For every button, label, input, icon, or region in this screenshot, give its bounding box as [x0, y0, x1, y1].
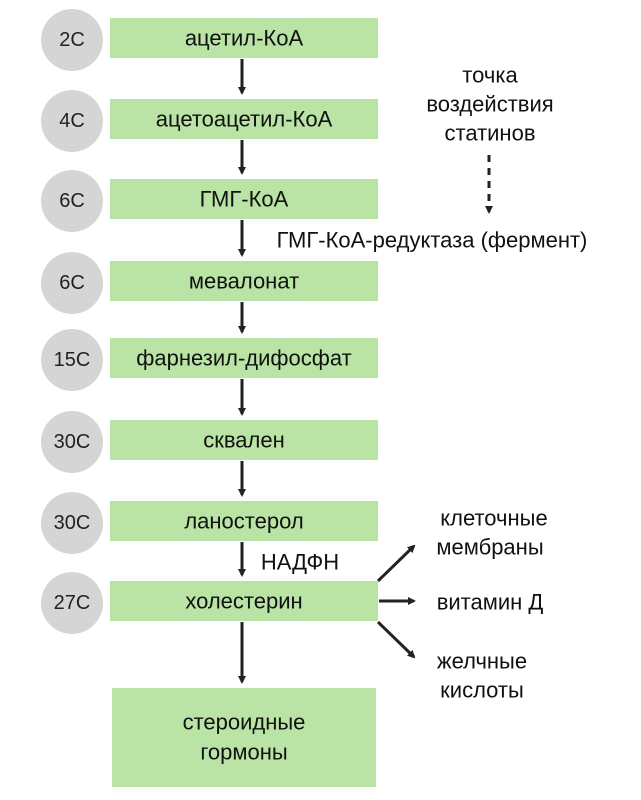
statin-line3: статинов — [444, 121, 535, 146]
compound-label: ГМГ-КоА — [200, 187, 289, 212]
final-line1: стероидные — [183, 710, 306, 735]
compound-label: ланостерол — [184, 509, 303, 534]
pathway-step: 30C сквален — [41, 411, 378, 473]
compound-box — [110, 338, 378, 378]
steroid-hormones-box — [112, 688, 376, 787]
compound-box — [110, 99, 378, 139]
carbon-count-circle — [41, 411, 103, 473]
pathway-step: 4C ацетоацетил-КоА — [41, 90, 378, 152]
carbon-count-circle — [41, 492, 103, 554]
enzyme-label: ГМГ-КоА-редуктаза (фермент) — [277, 228, 588, 253]
statin-line2: воздействия — [426, 92, 553, 117]
carbon-count-circle — [41, 329, 103, 391]
final-line2: гормоны — [200, 740, 287, 765]
carbon-count-circle — [41, 252, 103, 314]
compound-label: мевалонат — [189, 269, 299, 294]
carbon-count: 15C — [54, 349, 91, 371]
carbon-count-circle — [41, 9, 103, 71]
carbon-count-circle — [41, 90, 103, 152]
compound-box — [110, 18, 378, 58]
compound-label: ацетоацетил-КоА — [156, 107, 333, 132]
carbon-count: 6C — [59, 190, 85, 212]
carbon-count: 27C — [54, 592, 91, 614]
membranes-line1: клеточные — [440, 506, 547, 531]
compound-box — [110, 501, 378, 541]
carbon-count-circle — [41, 572, 103, 634]
compound-label: сквален — [203, 428, 285, 453]
cofactor-label: НАДФН — [261, 550, 339, 575]
statin-line1: точка — [462, 63, 518, 88]
pathway-step: 6C ГМГ-КоА — [41, 170, 378, 232]
pathway-step: 6C мевалонат — [41, 252, 378, 314]
carbon-count: 6C — [59, 272, 85, 294]
vitamin-label: витамин Д — [437, 590, 544, 615]
bile-line1: желчные — [437, 649, 527, 674]
compound-box — [110, 261, 378, 301]
carbon-count-circle — [41, 170, 103, 232]
pathway-step: 30C ланостерол — [41, 492, 378, 554]
carbon-count: 4C — [59, 110, 85, 132]
arrow-to-membranes — [376, 544, 416, 583]
bile-line2: кислоты — [440, 678, 524, 703]
pathway-step: 15C фарнезил-дифосфат — [41, 329, 378, 391]
pathway-step: 27C холестерин — [41, 572, 378, 634]
membranes-line2: мембраны — [436, 535, 543, 560]
compound-label: холестерин — [185, 589, 302, 614]
compound-box — [110, 420, 378, 460]
pathway-step: 2C ацетил-КоА — [41, 9, 378, 71]
compound-label: фарнезил-дифосфат — [136, 346, 351, 371]
carbon-count: 2C — [59, 29, 85, 51]
compound-box — [110, 581, 378, 621]
arrow-to-bile — [376, 620, 416, 659]
carbon-count: 30C — [54, 512, 91, 534]
compound-box — [110, 179, 378, 219]
carbon-count: 30C — [54, 431, 91, 453]
compound-label: ацетил-КоА — [185, 26, 304, 51]
